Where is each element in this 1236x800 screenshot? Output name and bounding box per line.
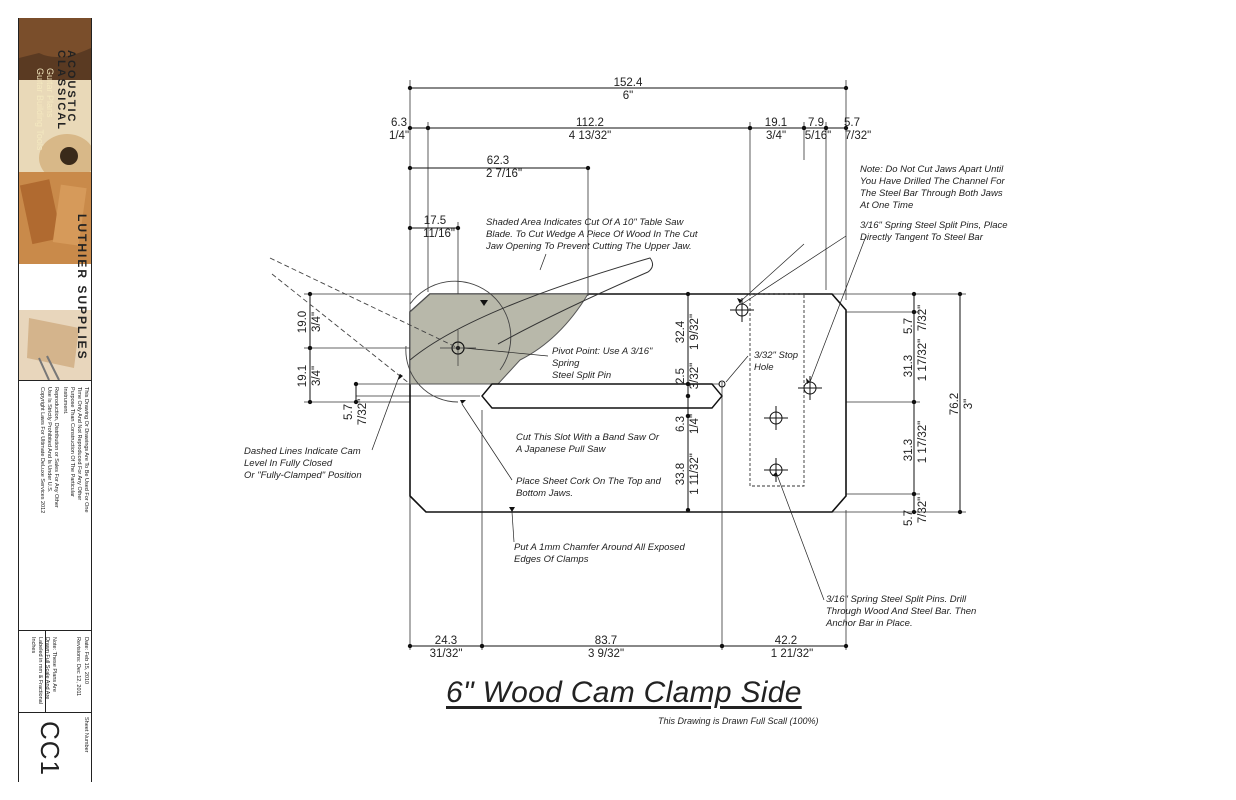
dim-d7-in: 11/16" — [423, 228, 455, 240]
title-block: ACOUSTIC CLASSICAL Guitar Plans Guitar B… — [18, 18, 95, 783]
dim-d4-mm: 7.9 — [808, 117, 824, 129]
right-dimension-labels: 5.7 7/32" 31.3 1 17/32" 31.3 1 17/32" 5.… — [903, 305, 975, 526]
note-shaded-area: Shaded Area Indicates Cut Of A 10" Table… — [485, 217, 700, 252]
dim-d4-in: 5/16" — [805, 130, 831, 142]
dim-b2-in: 3 9/32" — [588, 648, 624, 660]
dim-d3-mm: 19.1 — [765, 117, 787, 129]
dim-d3-in: 3/4" — [766, 130, 786, 142]
clamp-body — [405, 257, 847, 513]
note-pins-bottom: 3/16" Spring Steel Split Pins. Drill Thr… — [825, 594, 979, 629]
note-cork: Place Sheet Cork On The Top and Bottom J… — [516, 476, 664, 499]
dim-c1-mm: 32.4 — [675, 320, 687, 343]
dim-b3-in: 1 21/32" — [771, 648, 813, 660]
dim-c3-mm: 6.3 — [675, 416, 687, 432]
dim-r2-in: 1 17/32" — [917, 339, 929, 381]
brand-photo-collage: ACOUSTIC CLASSICAL Guitar Plans Guitar B… — [19, 18, 95, 381]
dim-l1-mm: 19.0 — [297, 311, 309, 333]
center-dimension-labels: 32.4 1 9/32" 2.5 3/32" 6.3 1/4" 33.8 1 1… — [675, 314, 701, 495]
note-pivot: Pivot Point: Use A 3/16" Spring Steel Sp… — [552, 346, 655, 381]
dim-l1-in: 3/4" — [311, 312, 323, 332]
dim-c4-mm: 33.8 — [675, 463, 687, 485]
dim-r-overall-in: 3" — [963, 399, 975, 409]
dim-c3-in: 1/4" — [689, 414, 701, 434]
photo-collage-graphic — [19, 18, 95, 381]
steel-bar-outline — [749, 293, 805, 487]
dim-d1-in: 1/4" — [389, 130, 409, 142]
dim-r3-in: 1 17/32" — [917, 421, 929, 463]
dim-c2-mm: 2.5 — [675, 368, 687, 384]
dim-b3-mm: 42.2 — [775, 635, 797, 647]
dim-d6-mm: 62.3 — [487, 155, 509, 167]
leader-lines — [371, 235, 867, 601]
dim-d5-in: 7/32" — [845, 130, 871, 142]
dim-r-overall-mm: 76.2 — [949, 393, 961, 415]
dashed-closed-position — [269, 257, 459, 385]
dim-l3-in: 7/32" — [357, 399, 369, 425]
dim-l2-in: 3/4" — [311, 366, 323, 386]
left-dimension-labels: 19.0 3/4" 19.1 3/4" 5.7 7/32" — [297, 311, 369, 425]
dim-r3-mm: 31.3 — [903, 439, 915, 461]
dim-d2-mm: 112.2 — [576, 117, 604, 129]
dim-c1-in: 1 9/32" — [689, 314, 701, 350]
dim-l3-mm: 5.7 — [343, 404, 355, 420]
dim-d7-mm: 17.5 — [424, 215, 446, 227]
dim-d2-in: 4 13/32" — [569, 130, 611, 142]
drawing-notes: Note: Do Not Cut Jaws Apart Until You Ha… — [244, 164, 1010, 629]
bottom-dimension-labels: 24.3 31/32" 83.7 3 9/32" 42.2 1 21/32" — [430, 635, 814, 660]
dim-r1-mm: 5.7 — [903, 318, 915, 334]
notice-box: This Drawing Or Drawings Are To Be Used … — [19, 380, 91, 521]
dim-d5-mm: 5.7 — [844, 117, 860, 129]
note-jaws: Note: Do Not Cut Jaws Apart Until You Ha… — [859, 164, 1007, 211]
dim-r1-in: 7/32" — [917, 305, 929, 331]
dim-c4-in: 1 11/32" — [689, 453, 701, 495]
leader-arrowheads — [398, 298, 810, 512]
dim-b1-in: 31/32" — [430, 648, 463, 660]
dim-b1-mm: 24.3 — [435, 635, 457, 647]
dim-overall-mm: 152.4 — [614, 77, 643, 89]
dim-c2-in: 3/32" — [689, 363, 701, 389]
sheet-box: Sheet Number CC1 — [19, 712, 91, 783]
dim-r4-mm: 5.7 — [903, 510, 915, 526]
drawing-subtitle: This Drawing is Drawn Full Scall (100%) — [658, 716, 819, 726]
dim-l2-mm: 19.1 — [297, 365, 309, 387]
drawing-title: 6" Wood Cam Clamp Side — [446, 676, 802, 709]
note-pins-top: 3/16" Spring Steel Split Pins, Place Dir… — [860, 220, 1010, 243]
note-chamfer: Put A 1mm Chamfer Around All Exposed Edg… — [514, 542, 687, 565]
dim-b2-mm: 83.7 — [595, 635, 617, 647]
dim-d1-mm: 6.3 — [391, 117, 407, 129]
dim-r4-in: 7/32" — [917, 497, 929, 523]
note-dashed-lines: Dashed Lines Indicate Cam Level In Fully… — [244, 446, 363, 481]
dim-overall-in: 6" — [623, 90, 633, 102]
dim-d6-in: 2 7/16" — [486, 168, 522, 180]
dim-r2-mm: 31.3 — [903, 355, 915, 377]
date-box: Date: Feb 15, 2010 Revisions: Dec 12, 20… — [19, 630, 91, 713]
note-stop-hole: 3/32" Stop Hole — [754, 350, 801, 373]
note-slot: Cut This Slot With a Band Saw Or A Japan… — [515, 432, 662, 455]
dimension-lines — [307, 85, 963, 649]
top-dimension-labels: 152.4 6" 6.3 1/4" 112.2 4 13/32" 19.1 3/… — [389, 77, 871, 240]
